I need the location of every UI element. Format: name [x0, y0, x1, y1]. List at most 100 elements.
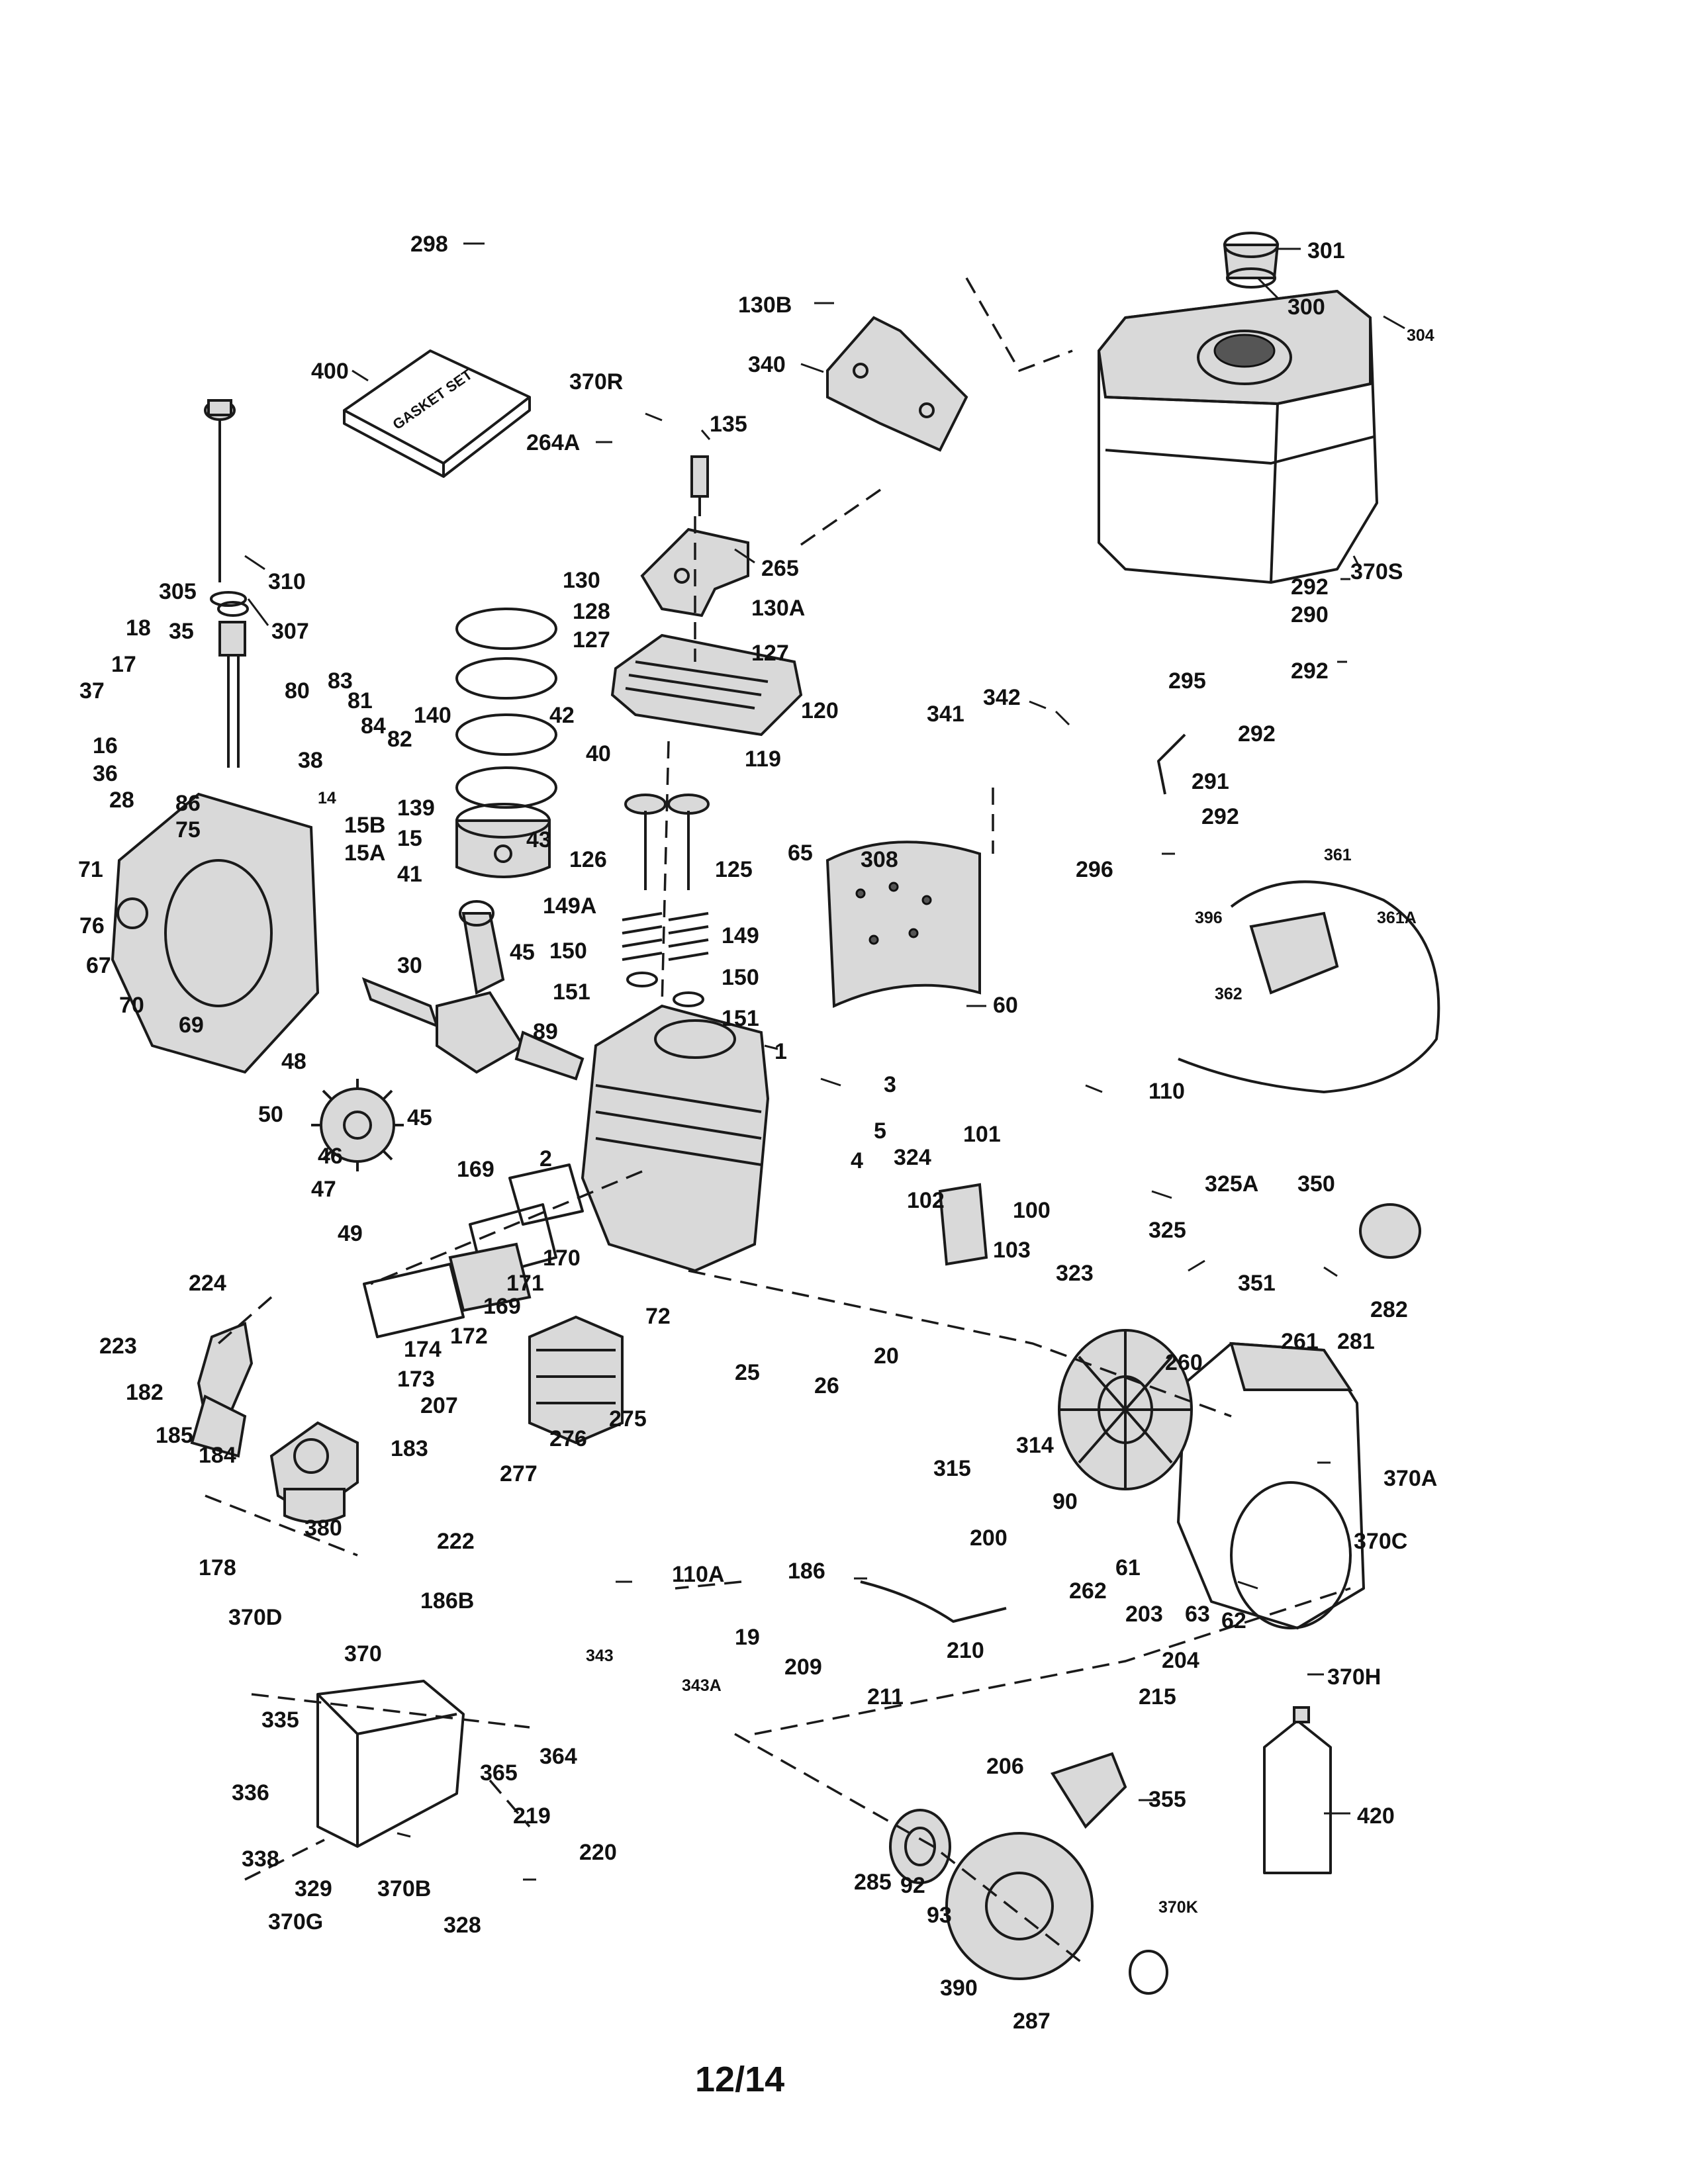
- callout-223: 223: [99, 1334, 137, 1359]
- callout-63: 63: [1185, 1602, 1210, 1627]
- callout-1: 1: [774, 1039, 787, 1064]
- callout-150a: 150: [549, 938, 587, 964]
- callout-170: 170: [543, 1246, 581, 1271]
- callout-48: 48: [281, 1049, 306, 1074]
- connecting-rod: [459, 900, 505, 995]
- recoil-starter: [945, 1832, 1094, 1980]
- callout-17: 17: [111, 652, 136, 677]
- callout-370: 370: [344, 1641, 382, 1666]
- callout-139: 139: [397, 796, 435, 821]
- callout-324: 324: [894, 1145, 931, 1170]
- callout-28: 28: [109, 788, 134, 813]
- callout-343A: 343A: [682, 1676, 722, 1695]
- callout-38: 38: [298, 748, 323, 773]
- intake-elbow: [190, 1322, 254, 1458]
- callout-120: 120: [801, 698, 839, 723]
- electric-starter: [1249, 911, 1421, 1259]
- callout-127b: 127: [751, 641, 789, 666]
- callout-224: 224: [189, 1271, 226, 1296]
- piston-rings: [455, 608, 557, 809]
- callout-370A: 370A: [1383, 1466, 1437, 1491]
- callout-15B: 15B: [344, 813, 385, 838]
- ignition-coil: [938, 1183, 988, 1266]
- callout-171: 171: [506, 1271, 544, 1296]
- callout-119: 119: [745, 747, 781, 772]
- callout-126: 126: [569, 847, 607, 872]
- callout-292b: 292: [1291, 659, 1329, 684]
- callout-110: 110: [1149, 1079, 1185, 1104]
- gasket-set-text: GASKET SET: [390, 366, 476, 433]
- callout-174: 174: [404, 1337, 442, 1362]
- callout-182: 182: [126, 1380, 164, 1405]
- callout-47: 47: [311, 1177, 336, 1202]
- callout-335: 335: [261, 1707, 299, 1733]
- callout-89: 89: [533, 1019, 558, 1044]
- callout-185: 185: [156, 1423, 193, 1448]
- callout-149: 149: [722, 923, 759, 948]
- callout-207: 207: [420, 1393, 458, 1418]
- callout-370C: 370C: [1354, 1529, 1407, 1554]
- callout-314: 314: [1016, 1433, 1054, 1458]
- callout-277: 277: [500, 1461, 538, 1486]
- callout-219: 219: [513, 1803, 551, 1829]
- callout-76: 76: [79, 913, 105, 938]
- starter-cup: [889, 1809, 951, 1884]
- callout-4: 4: [851, 1148, 863, 1173]
- callout-420: 420: [1357, 1803, 1395, 1829]
- callout-206: 206: [986, 1754, 1024, 1779]
- callout-325A: 325A: [1205, 1171, 1258, 1197]
- o-ring: [210, 591, 247, 607]
- callout-186: 186: [788, 1559, 825, 1584]
- callout-60: 60: [993, 993, 1018, 1018]
- callout-184: 184: [199, 1443, 236, 1468]
- callout-341: 341: [927, 702, 964, 727]
- callout-130: 130: [563, 568, 600, 593]
- callout-40: 40: [586, 741, 611, 766]
- callout-150b: 150: [722, 965, 759, 990]
- blower-housing: [1177, 1342, 1365, 1629]
- callout-355: 355: [1149, 1787, 1186, 1812]
- callout-72: 72: [645, 1304, 671, 1329]
- callout-45b: 45: [407, 1105, 432, 1130]
- callout-103: 103: [993, 1238, 1031, 1263]
- callout-42: 42: [549, 703, 575, 728]
- callout-260: 260: [1165, 1350, 1203, 1375]
- callout-323: 323: [1056, 1261, 1094, 1286]
- o-ring-370k: [1129, 1950, 1168, 1995]
- oil-bottle: [1263, 1706, 1332, 1874]
- crankshaft: [361, 977, 585, 1081]
- callout-172: 172: [450, 1324, 488, 1349]
- callout-128: 128: [573, 599, 610, 624]
- callout-30: 30: [397, 953, 422, 978]
- callout-100: 100: [1013, 1198, 1051, 1223]
- callout-292a: 292: [1291, 574, 1329, 600]
- callout-287: 287: [1013, 2009, 1051, 2034]
- piston: [455, 803, 551, 878]
- callout-340: 340: [748, 352, 786, 377]
- callout-281: 281: [1337, 1329, 1375, 1354]
- callout-14: 14: [318, 789, 336, 807]
- callout-81: 81: [348, 688, 373, 713]
- callout-364: 364: [539, 1744, 577, 1769]
- callout-45a: 45: [510, 940, 535, 965]
- callout-370H: 370H: [1327, 1664, 1381, 1690]
- callout-262: 262: [1069, 1578, 1107, 1604]
- callout-261: 261: [1281, 1329, 1319, 1354]
- flywheel: [1058, 1329, 1193, 1490]
- callout-173: 173: [397, 1367, 435, 1392]
- callout-92: 92: [900, 1873, 925, 1898]
- callout-50: 50: [258, 1102, 283, 1127]
- callout-80: 80: [285, 678, 310, 704]
- callout-204: 204: [1162, 1648, 1199, 1673]
- callout-135: 135: [710, 412, 747, 437]
- engine-block: [581, 1004, 770, 1273]
- callout-370B: 370B: [377, 1876, 431, 1901]
- callout-308: 308: [861, 847, 898, 872]
- dipstick-tube: [217, 601, 249, 768]
- leader-lines: [244, 242, 1405, 1881]
- callout-336: 336: [232, 1780, 269, 1805]
- callout-210: 210: [947, 1638, 984, 1663]
- callout-149A: 149A: [543, 893, 596, 919]
- callout-82: 82: [387, 727, 412, 752]
- callout-203: 203: [1125, 1602, 1163, 1627]
